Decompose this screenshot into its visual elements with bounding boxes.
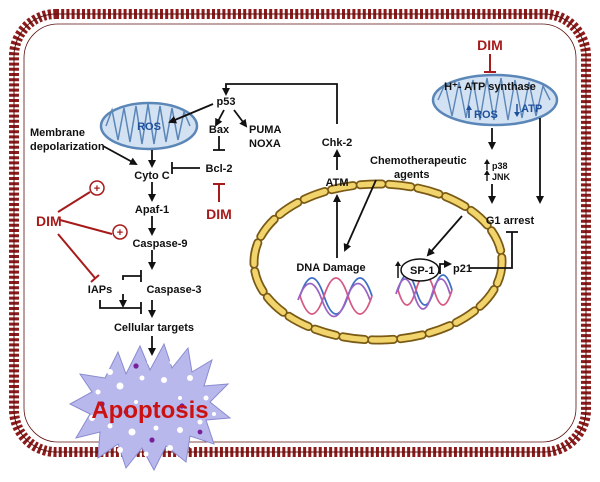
- caspase3-label: Caspase-3: [146, 284, 201, 296]
- p38-label: p38: [484, 159, 508, 171]
- svg-text:+: +: [94, 183, 100, 195]
- g1-arrest-label: G1 arrest: [486, 215, 535, 227]
- ros-right-label: ROS: [466, 105, 498, 121]
- p21-label: p21: [453, 263, 472, 275]
- svg-text:p38: p38: [492, 161, 508, 171]
- svg-text:depolarization: depolarization: [30, 141, 105, 153]
- dim-label-left: DIM: [36, 213, 62, 229]
- svg-text:JNK: JNK: [492, 172, 511, 182]
- chemotherapeutic-agents-label: Chemotherapeutic agents: [370, 155, 467, 181]
- nucleus: [249, 179, 507, 345]
- p53-label: p53: [217, 96, 236, 108]
- puma-label: PUMA: [249, 124, 281, 136]
- pathway-arrows: [102, 83, 544, 356]
- atm-label: ATM: [325, 177, 348, 189]
- ros-left-label: ROS: [137, 121, 161, 133]
- dim-lines: [57, 54, 496, 283]
- apoptosis-label: Apoptosis: [91, 397, 208, 424]
- sp1-oval: [400, 258, 440, 282]
- noxa-label: NOXA: [249, 138, 281, 150]
- bcl2-label: Bcl-2: [206, 163, 233, 175]
- mitochondrion-right: [431, 73, 559, 127]
- dna-damage-label: DNA Damage: [296, 262, 365, 274]
- plus-circle-1: +: [89, 180, 105, 196]
- dna-helix-left: [297, 277, 373, 318]
- sp1-up-arrow: [395, 261, 401, 278]
- svg-text:ROS: ROS: [474, 109, 498, 121]
- plus-circle-2: +: [112, 224, 128, 240]
- svg-text:ATP: ATP: [521, 103, 542, 115]
- chk2-label: Chk-2: [322, 137, 353, 149]
- membrane-depolarization-label: Membrane depolarization: [30, 127, 105, 153]
- apaf1-label: Apaf-1: [135, 204, 169, 216]
- sp1-label: SP-1: [410, 265, 434, 277]
- cyto-c-label: Cyto C: [134, 170, 170, 182]
- atp-synthase-label: H⁺- ATP synthase: [444, 81, 536, 93]
- apoptosis-cell: [68, 342, 232, 472]
- dim-label-center: DIM: [206, 206, 232, 222]
- cell-membrane: [9, 9, 591, 457]
- svg-text:+: +: [117, 227, 123, 239]
- cellular-targets-label: Cellular targets: [114, 322, 194, 334]
- jnk-label: JNK: [484, 170, 511, 182]
- dim-label-top-right: DIM: [477, 37, 503, 53]
- svg-text:agents: agents: [394, 169, 429, 181]
- iaps-label: IAPs: [88, 284, 112, 296]
- bax-label: Bax: [209, 124, 230, 136]
- atp-right-label: ATP: [514, 103, 542, 117]
- inhibition-lines: [99, 136, 518, 314]
- svg-text:Chemotherapeutic: Chemotherapeutic: [370, 155, 467, 167]
- caspase9-label: Caspase-9: [132, 238, 187, 250]
- svg-text:Membrane: Membrane: [30, 127, 85, 139]
- mitochondrion-left: [99, 101, 199, 151]
